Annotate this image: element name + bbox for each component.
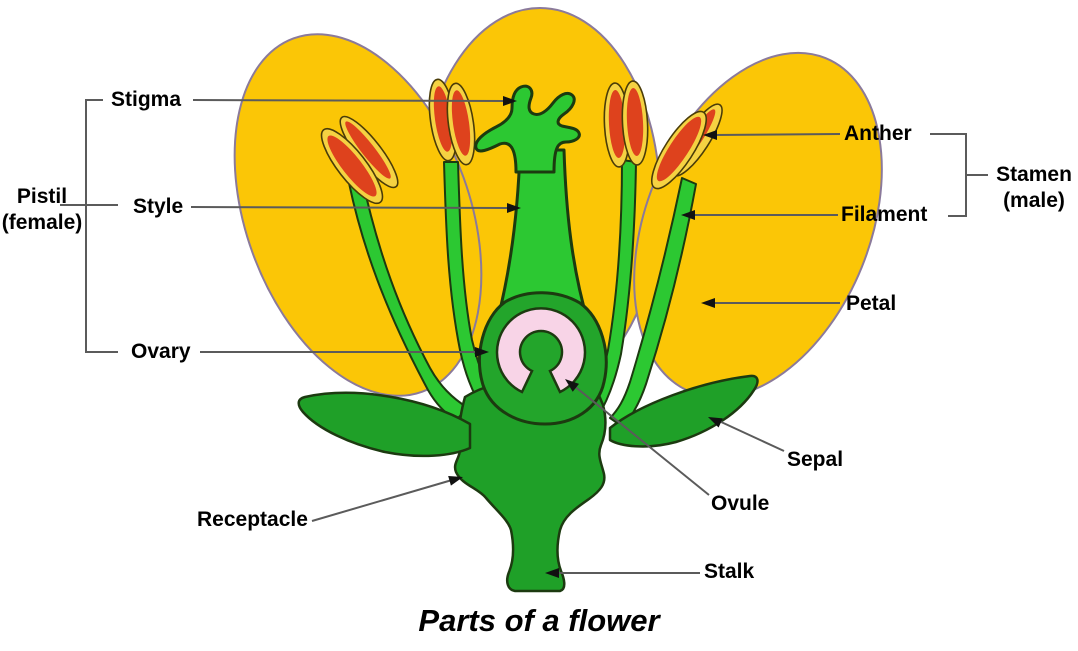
anther-arrowhead — [703, 130, 717, 140]
label-pistil-line2: (female) — [1, 211, 83, 234]
petal-arrowhead — [701, 298, 715, 308]
receptacle-line — [311, 479, 453, 522]
label-petal: Petal — [846, 292, 897, 315]
filament-arrowhead — [681, 210, 695, 220]
stigma-arrowhead — [503, 96, 517, 106]
anther-line — [713, 133, 841, 136]
anther-left-outer — [320, 115, 399, 205]
receptacle-stalk-shape — [453, 377, 607, 593]
label-receptacle: Receptacle — [197, 508, 308, 531]
label-ovule: Ovule — [711, 492, 770, 515]
label-filament: Filament — [841, 203, 928, 226]
label-stamen: Stamen (male) — [990, 162, 1078, 214]
diagram-title: Parts of a flower — [418, 603, 660, 638]
label-anther: Anther — [844, 122, 912, 145]
label-stalk: Stalk — [704, 560, 755, 583]
pistil-bracket — [85, 99, 118, 353]
stigma-line — [192, 99, 507, 102]
label-ovary: Ovary — [131, 340, 191, 363]
ovule-line — [572, 384, 710, 496]
sepal-line — [718, 420, 785, 452]
anther-right-outer — [651, 103, 723, 190]
label-stamen-line2: (male) — [1003, 189, 1065, 212]
style-line — [190, 206, 511, 209]
anther-right-inner — [603, 80, 649, 168]
label-sepal: Sepal — [787, 448, 844, 471]
sepal-arrowhead — [708, 417, 723, 428]
style-arrowhead — [507, 203, 521, 213]
label-stigma: Stigma — [111, 88, 182, 111]
label-style: Style — [133, 195, 184, 218]
anther-left-inner — [428, 78, 476, 166]
receptacle-arrowhead — [448, 476, 463, 486]
label-pistil-line1: Pistil — [16, 185, 68, 208]
stamen-bracket — [930, 133, 967, 217]
ovule-arrowhead — [565, 379, 580, 392]
sepal-left — [297, 391, 472, 458]
stalk-arrowhead — [545, 568, 559, 578]
label-pistil: Pistil (female) — [1, 184, 83, 236]
stigma-shape — [474, 84, 581, 174]
ovary-arrowhead — [475, 347, 489, 357]
label-stamen-line1: Stamen — [996, 163, 1072, 186]
ovule-shape — [495, 307, 587, 394]
